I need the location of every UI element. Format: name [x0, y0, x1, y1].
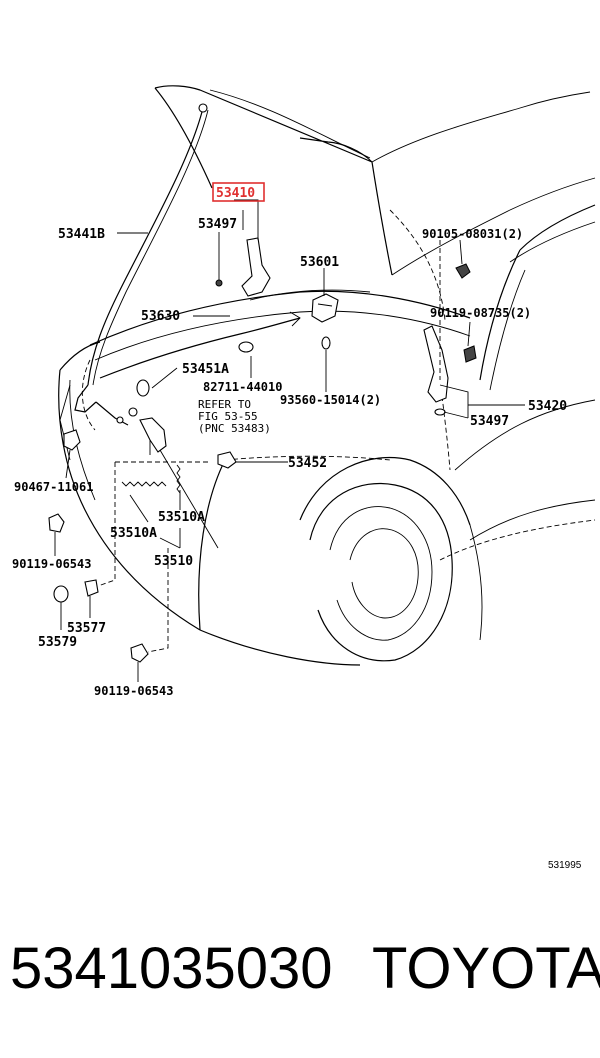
refer-note-line1: REFER TO	[198, 398, 251, 411]
hinge-left	[241, 237, 271, 297]
hood-panel	[154, 85, 373, 163]
callout-cap-53579: 53579	[38, 635, 77, 650]
windshield-line	[371, 91, 591, 163]
hood-support-rod	[87, 107, 204, 386]
callout-hinge-bolt-left: 53497	[198, 217, 237, 232]
leader-lines	[54, 199, 525, 682]
callout-labels: 53410 53441B 53497 53601 53630 53451A 82…	[12, 182, 582, 871]
callout-cushion: 53451A	[182, 362, 229, 377]
callout-bolt-90105: 90105-08031(2)	[422, 227, 523, 241]
brand-name: TOYOTA	[372, 936, 600, 1001]
callout-hood: 53410	[216, 186, 255, 201]
callout-bolt-90119-left: 90119-06543	[12, 557, 91, 571]
vehicle-outline	[58, 85, 596, 666]
callout-lock: 53601	[300, 255, 339, 270]
spring	[121, 481, 167, 487]
callout-clip-90467: 90467-11061	[14, 480, 93, 494]
image-code: 531995	[548, 860, 582, 871]
part-number: 5341035030	[10, 936, 333, 1001]
release-cable	[99, 317, 301, 379]
lock-lever	[139, 417, 167, 453]
hinge-right	[423, 325, 449, 403]
callout-bolt-90119-bottom: 90119-06543	[94, 684, 173, 698]
callout-hole-plug: 93560-15014(2)	[280, 393, 381, 407]
callout-hinge-bolt-right: 53497	[470, 414, 509, 429]
refer-note-line3: (PNC 53483)	[198, 422, 271, 435]
callout-clamp: 53452	[288, 456, 327, 471]
callout-lever-assy: 53510	[154, 554, 193, 569]
highlight-box	[212, 182, 265, 202]
callout-spring-a: 53510A	[110, 526, 157, 541]
hood-lock	[311, 293, 339, 323]
callout-lever-a: 53510A	[158, 510, 205, 525]
refer-note-line2: FIG 53-55	[198, 410, 258, 423]
callout-bolt-90119-top: 90119-08735(2)	[430, 306, 531, 320]
callout-82711: 82711-44010	[203, 380, 282, 394]
parts-layer	[48, 103, 477, 663]
fender-edge	[89, 290, 471, 346]
callout-support-rod: 53441B	[58, 227, 105, 242]
callout-release-cable: 53630	[141, 309, 180, 324]
wheel-arch	[299, 456, 471, 526]
footer: 5341035030 TOYOTA	[0, 935, 600, 1015]
callout-nut-53577: 53577	[67, 621, 106, 636]
callout-hinge-right: 53420	[528, 399, 567, 414]
